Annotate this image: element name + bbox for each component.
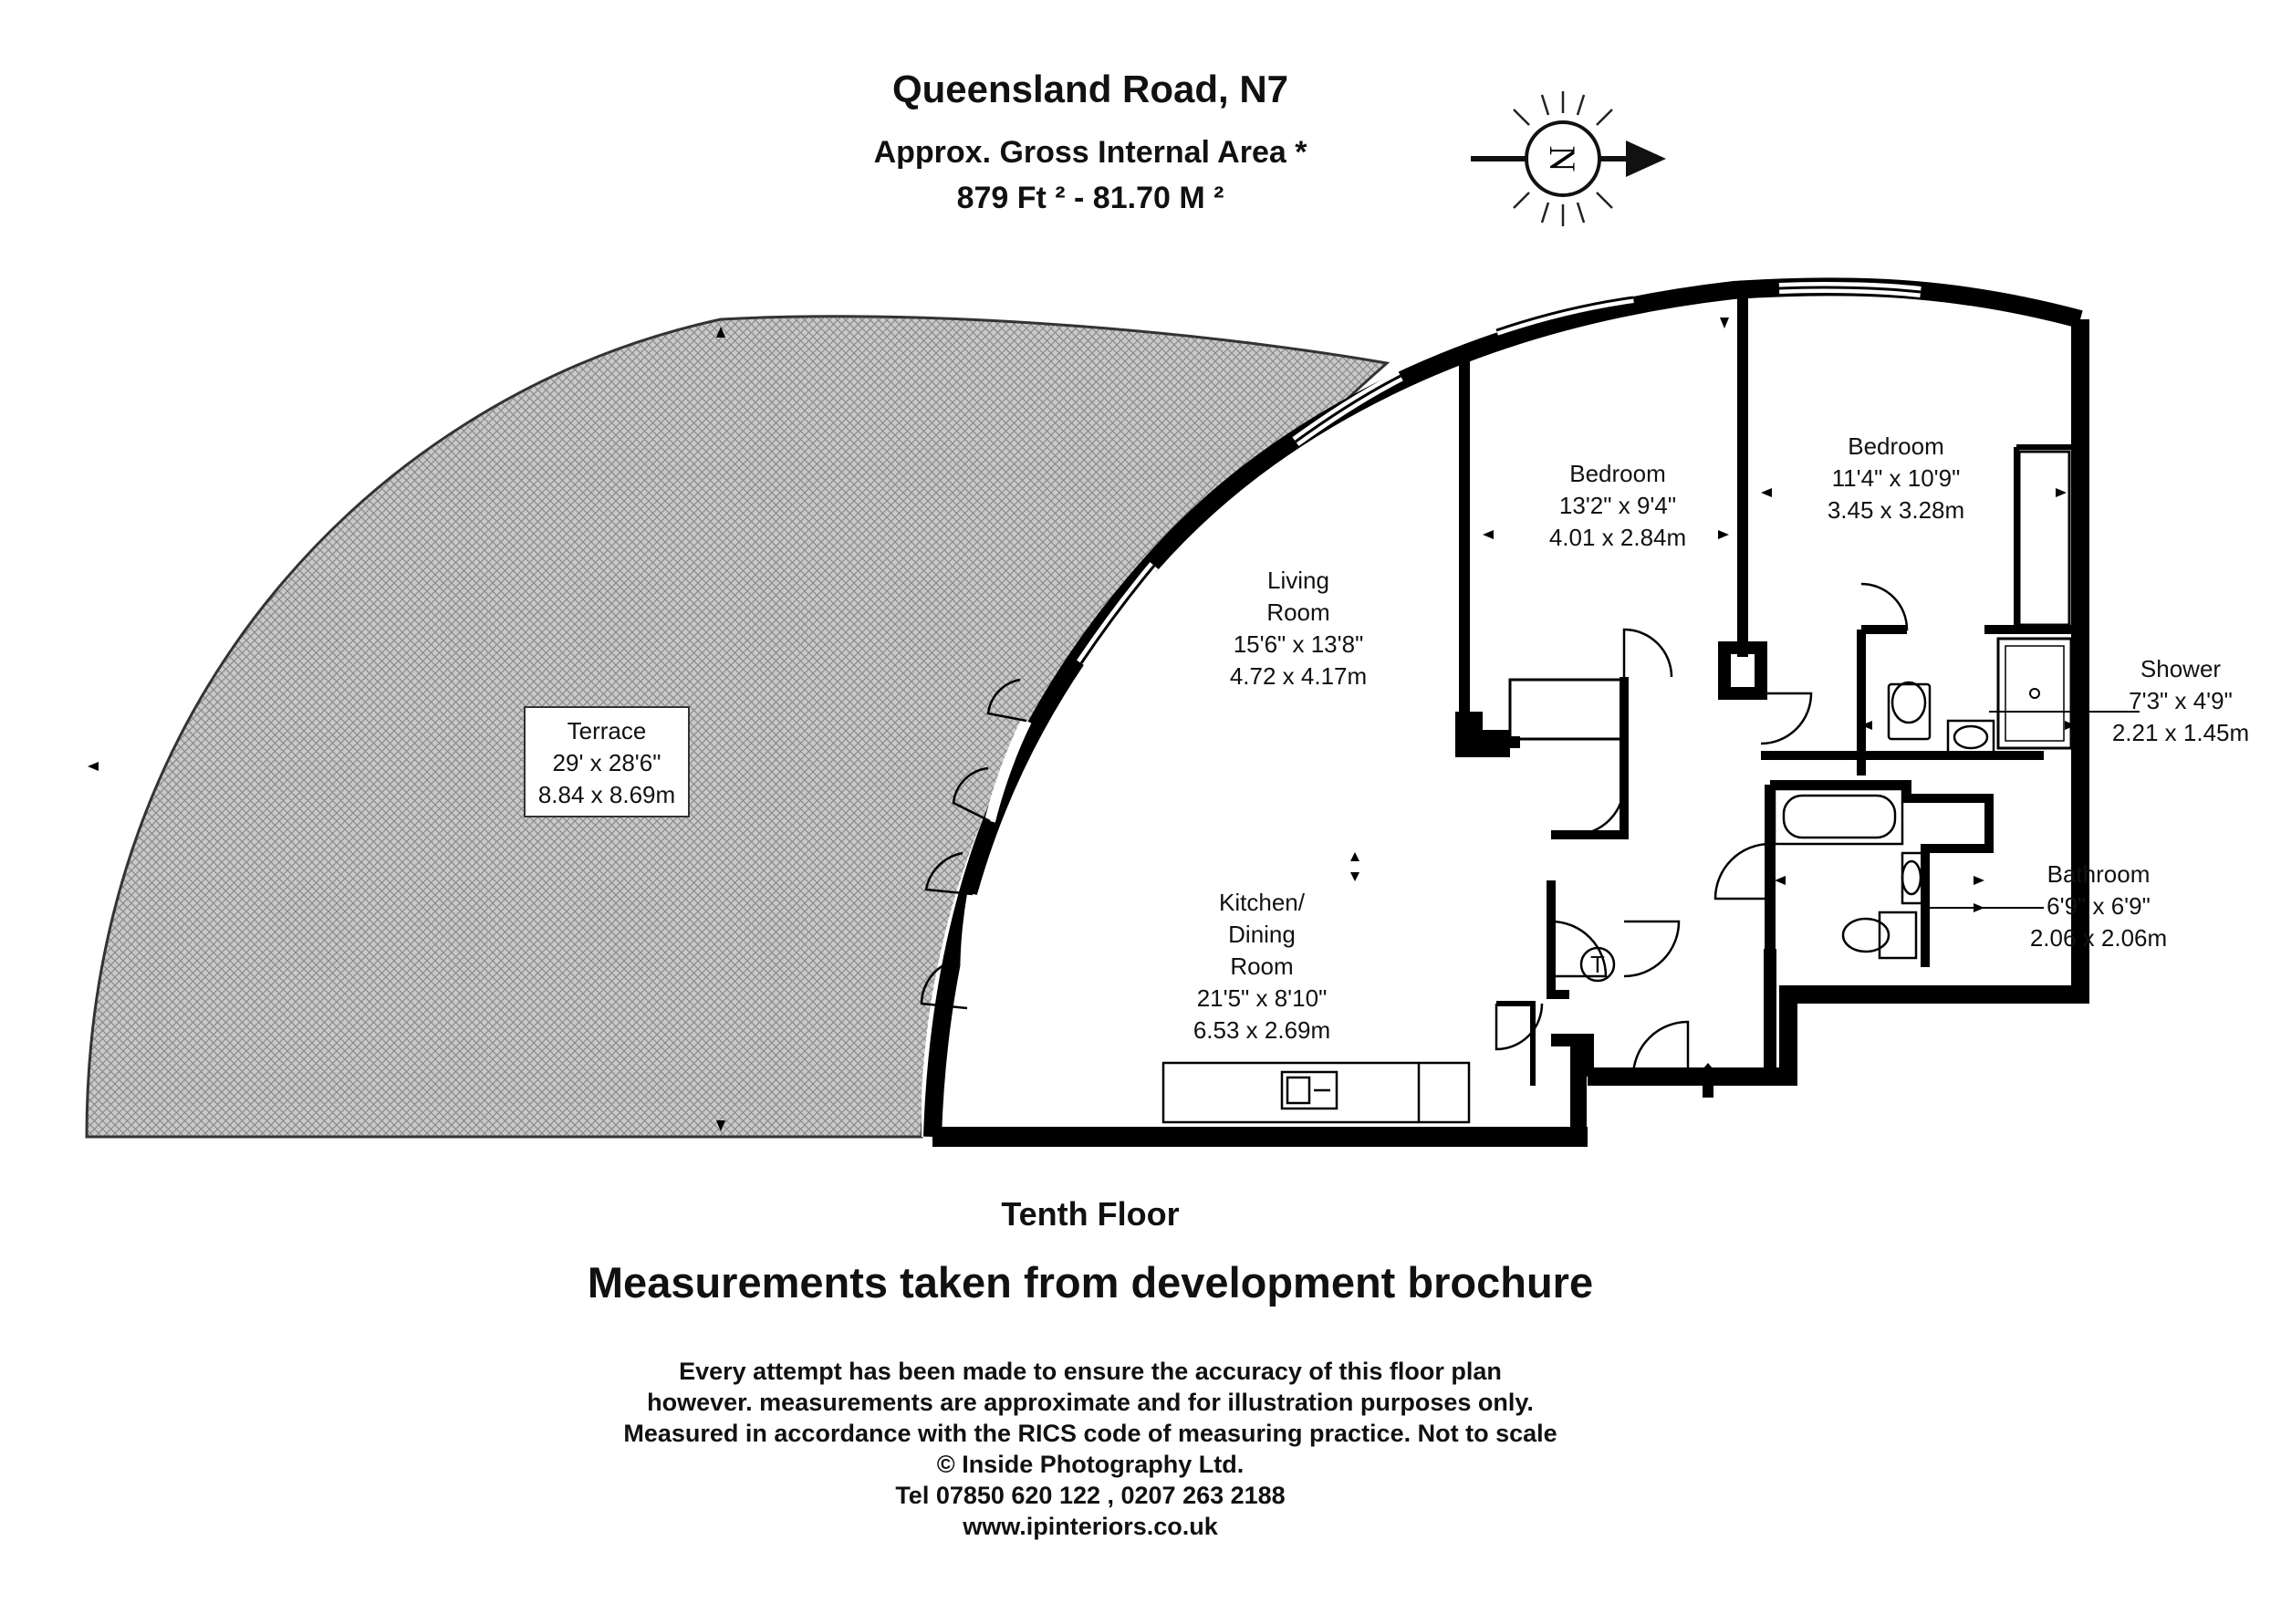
svg-text:11'4" x 10'9": 11'4" x 10'9" [1832, 464, 1961, 492]
cupboard-label: T [1590, 951, 1605, 978]
svg-text:Dining: Dining [1228, 921, 1296, 948]
plan-title: Queensland Road, N7 [891, 68, 1289, 110]
svg-text:6'9" x 6'9": 6'9" x 6'9" [2047, 892, 2151, 920]
svg-text:7'3" x 4'9": 7'3" x 4'9" [2129, 687, 2233, 714]
entrance-arrow-icon [1694, 1063, 1722, 1098]
dimension-leader [1925, 711, 2140, 909]
gross-area-label: Approx. Gross Internal Area * [873, 135, 1307, 170]
svg-text:3.45 x 3.28m: 3.45 x 3.28m [1828, 496, 1964, 524]
svg-text:Living: Living [1267, 567, 1329, 594]
toilet [1887, 681, 1932, 741]
svg-text:15'6" x 13'8": 15'6" x 13'8" [1234, 630, 1364, 658]
measurement-note: Measurements taken from development broc… [587, 1258, 1594, 1306]
svg-text:2.21 x 1.45m: 2.21 x 1.45m [2112, 719, 2249, 746]
svg-text:Kitchen/: Kitchen/ [1219, 889, 1306, 916]
wardrobe [2017, 450, 2071, 627]
copyright-line: © Inside Photography Ltd. [936, 1451, 1245, 1478]
svg-text:Bedroom: Bedroom [1848, 432, 1944, 460]
svg-text:Shower: Shower [2140, 655, 2221, 682]
svg-text:8.84 x 8.69m: 8.84 x 8.69m [538, 781, 675, 808]
website-line: www.ipinteriors.co.uk [963, 1513, 1218, 1540]
room-label-kitchen: Kitchen/ Dining Room 21'5" x 8'10" 6.53 … [1193, 889, 1330, 1044]
measurement-markers [88, 318, 2076, 1131]
disclaimer-line: Every attempt has been made to ensure th… [679, 1358, 1502, 1385]
svg-text:21'5" x 8'10": 21'5" x 8'10" [1197, 984, 1328, 1012]
compass-north-letter: N [1542, 146, 1583, 172]
room-label-bedroom-2: Bedroom 11'4" x 10'9" 3.45 x 3.28m [1828, 432, 1964, 524]
svg-text:4.01 x 2.84m: 4.01 x 2.84m [1549, 524, 1686, 551]
wardrobe [1508, 678, 1626, 741]
floor-label: Tenth Floor [1001, 1195, 1180, 1233]
washbasin [1901, 851, 1927, 905]
room-label-shower: Shower 7'3" x 4'9" 2.21 x 1.45m [2112, 655, 2249, 746]
terrace-door-lower [920, 851, 974, 1010]
svg-text:Room: Room [1230, 953, 1293, 980]
svg-text:Room: Room [1266, 599, 1329, 626]
svg-text:Terrace: Terrace [568, 717, 647, 744]
internal-walls [932, 294, 2089, 1147]
washbasin [1946, 719, 1995, 755]
svg-text:4.72 x 4.17m: 4.72 x 4.17m [1230, 662, 1367, 690]
hot-water-tank-icon [1579, 946, 1616, 983]
svg-text:6.53 x 2.69m: 6.53 x 2.69m [1193, 1016, 1330, 1044]
toilet [1841, 911, 1918, 960]
gross-area-value: 879 Ft ² - 81.70 M ² [956, 181, 1224, 215]
door-swings [1495, 582, 1909, 1077]
svg-text:Bathroom: Bathroom [2047, 860, 2151, 888]
svg-text:13'2" x 9'4": 13'2" x 9'4" [1559, 492, 1676, 519]
kitchen-units [1161, 1061, 1471, 1124]
room-label-bathroom: Bathroom 6'9" x 6'9" 2.06 x 2.06m [2030, 860, 2167, 952]
disclaimer-line: however. measurements are approximate an… [647, 1389, 1534, 1416]
svg-text:2.06 x 2.06m: 2.06 x 2.06m [2030, 924, 2167, 952]
shower-tray [1996, 637, 2073, 750]
disclaimer-line: Measured in accordance with the RICS cod… [623, 1420, 1557, 1447]
compass-rose-icon: N [1471, 91, 1666, 226]
svg-text:29' x 28'6": 29' x 28'6" [553, 749, 661, 776]
phone-line: Tel 07850 620 122 , 0207 263 2188 [895, 1482, 1286, 1509]
room-label-living: Living Room 15'6" x 13'8" 4.72 x 4.17m [1230, 567, 1367, 690]
terrace-door-upper [952, 678, 1027, 823]
bathtub [1773, 787, 1904, 846]
apartment-floor [922, 286, 2089, 1138]
room-label-bedroom-1: Bedroom 13'2" x 9'4" 4.01 x 2.84m [1549, 460, 1686, 551]
svg-text:Bedroom: Bedroom [1569, 460, 1666, 487]
room-label-terrace: Terrace 29' x 28'6" 8.84 x 8.69m [524, 706, 690, 817]
